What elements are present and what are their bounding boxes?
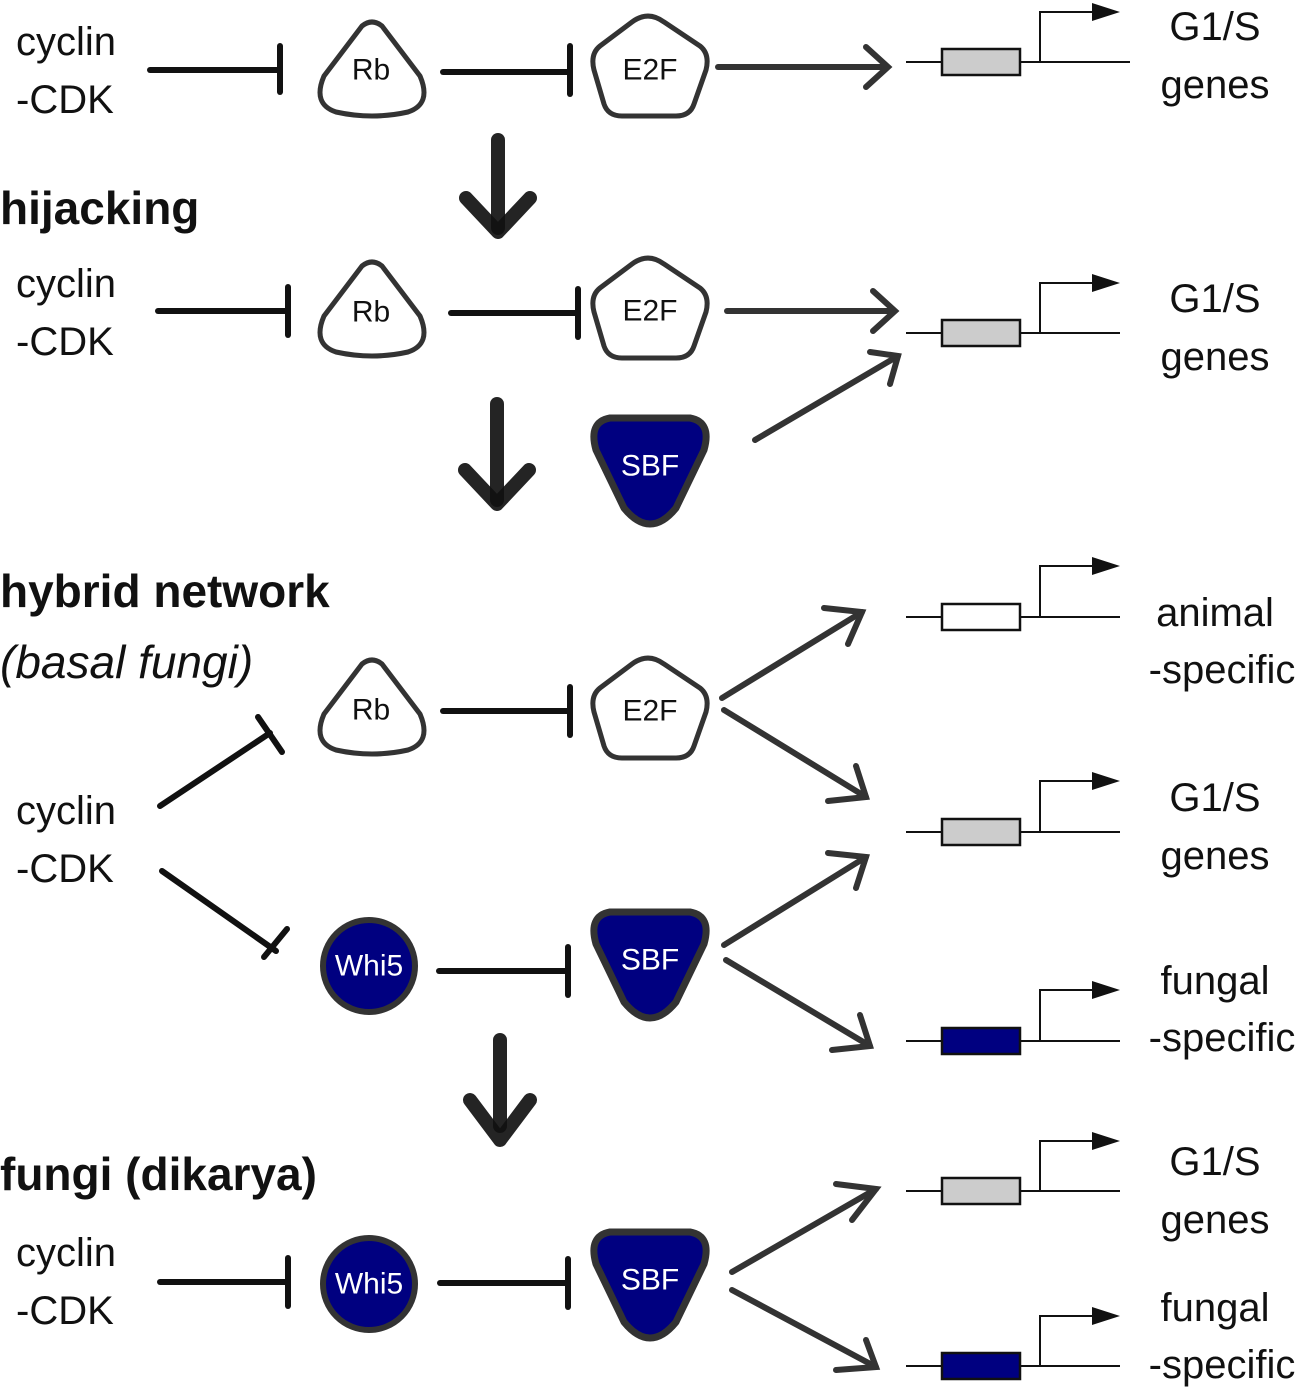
gene-label-line2: -specific [1149,1343,1296,1387]
gene-box-gray [940,817,1022,847]
cyclin-cdk-label-line1: cyclin [16,262,116,306]
cyclin-cdk-label-line1: cyclin [16,1231,116,1275]
inhibition-rb-to-e2f [440,43,573,97]
gene-box-gray [940,47,1022,77]
activation-sbf-to-fungal-genes [723,957,874,1053]
section-subtitle: (basal fungi) [0,636,253,688]
inhibition-cdk-to-rb [157,714,285,809]
sbf-label: SBF [621,944,679,977]
gene-box-navy [940,1351,1022,1381]
section-hijacking: hijacking cyclin -CDK Rb E2F [0,182,1270,528]
inhibition-rb-to-e2f [448,286,581,340]
section-title: hybrid network [0,565,330,617]
activation-e2f-to-animal-genes [719,605,867,701]
rb-label: Rb [352,694,390,727]
rb-label: Rb [352,296,390,329]
gene-label-line2: -specific [1149,1016,1296,1060]
section-hybrid: hybrid network (basal fungi) Rb E2F cycl… [0,557,1295,1060]
e2f-label: E2F [622,295,677,328]
inhibition-whi5-to-sbf [436,944,571,998]
cyclin-cdk-label-line2: -CDK [16,78,114,122]
cyclin-cdk-label-line1: cyclin [16,20,116,64]
transcription-arrow-icon [1092,1132,1120,1150]
activation-sbf-to-fungal-genes [729,1287,881,1373]
sbf-node: SBF [590,414,710,528]
e2f-node: E2F [590,655,710,761]
gene-label-line1: G1/S [1169,277,1260,321]
inhibition-cdk-to-whi5 [157,1255,291,1309]
whi5-node: Whi5 [320,1235,418,1333]
rb-node: Rb [317,19,427,119]
gene-label-line1: G1/S [1169,776,1260,820]
whi5-label: Whi5 [335,1268,403,1301]
sbf-node: SBF [590,908,710,1022]
e2f-label: E2F [622,54,677,87]
e2f-node: E2F [590,255,710,361]
cyclin-cdk-label-line1: cyclin [16,789,116,833]
cyclin-cdk-label-line2: -CDK [16,847,114,891]
evolution-arrow-down-icon [459,133,537,239]
transcription-arrow-icon [1092,1307,1120,1325]
gene-fungal-specific [906,1307,1120,1381]
sbf-label: SBF [621,450,679,483]
activation-sbf-to-g1s-genes [729,1181,882,1275]
activation-e2f-to-genes [724,288,900,334]
gene-label-line1: fungal [1161,1286,1270,1330]
section-title: fungi (dikarya) [0,1148,317,1200]
e2f-label: E2F [622,695,677,728]
gene-label-line2: genes [1161,1198,1270,1242]
section-title: hijacking [0,182,199,234]
gene-g1s [906,274,1120,348]
activation-e2f-to-g1s-genes [721,707,870,804]
gene-box-navy [940,1026,1022,1056]
transcription-arrow-icon [1092,274,1120,292]
whi5-node: Whi5 [320,917,418,1015]
gene-label-line2: genes [1161,335,1270,379]
gene-label-line1: fungal [1161,959,1270,1003]
transcription-arrow-icon [1092,981,1120,999]
transcription-arrow-icon [1092,557,1120,575]
gene-label-line1: G1/S [1169,5,1260,49]
gene-label-line2: genes [1161,834,1270,878]
gene-label-line1: G1/S [1169,1140,1260,1184]
gene-label-line1: animal [1156,591,1274,635]
cyclin-cdk-label-line2: -CDK [16,1289,114,1333]
gene-box-gray [940,1176,1022,1206]
gene-g1s [906,3,1130,77]
gene-box-white [940,602,1022,632]
rb-label: Rb [352,54,390,87]
gene-fungal-specific [906,981,1120,1056]
rb-node: Rb [317,259,427,359]
inhibition-whi5-to-sbf [437,1256,571,1310]
inhibition-rb-to-e2f [440,684,573,738]
evolution-arrow-down-icon [463,1033,537,1147]
sbf-node: SBF [590,1228,710,1342]
gene-box-gray [940,318,1022,348]
inhibition-cdk-to-rb [155,284,291,338]
cyclin-cdk-label-line2: -CDK [16,320,114,364]
gene-label-line2: -specific [1149,648,1296,692]
activation-sbf-to-genes [752,349,902,443]
inhibition-cdk-to-rb [147,43,283,95]
activation-sbf-to-g1s-genes [721,850,870,948]
gene-label-line2: genes [1161,63,1270,107]
activation-e2f-to-genes [715,44,893,90]
evolution-arrow-down-icon [458,397,536,511]
section-dikarya: fungi (dikarya) cyclin -CDK Whi5 SBF [0,1132,1295,1387]
section-ancestral: cyclin -CDK Rb E2F G1/S [16,3,1269,122]
rb-node: Rb [317,657,427,757]
inhibition-cdk-to-whi5 [159,868,290,960]
e2f-node: E2F [590,13,710,119]
gene-animal-specific [906,557,1120,632]
sbf-label: SBF [621,1264,679,1297]
transcription-arrow-icon [1092,3,1120,21]
transcription-arrow-icon [1092,772,1120,790]
gene-g1s [906,1132,1120,1206]
whi5-label: Whi5 [335,950,403,983]
gene-g1s [906,772,1120,847]
